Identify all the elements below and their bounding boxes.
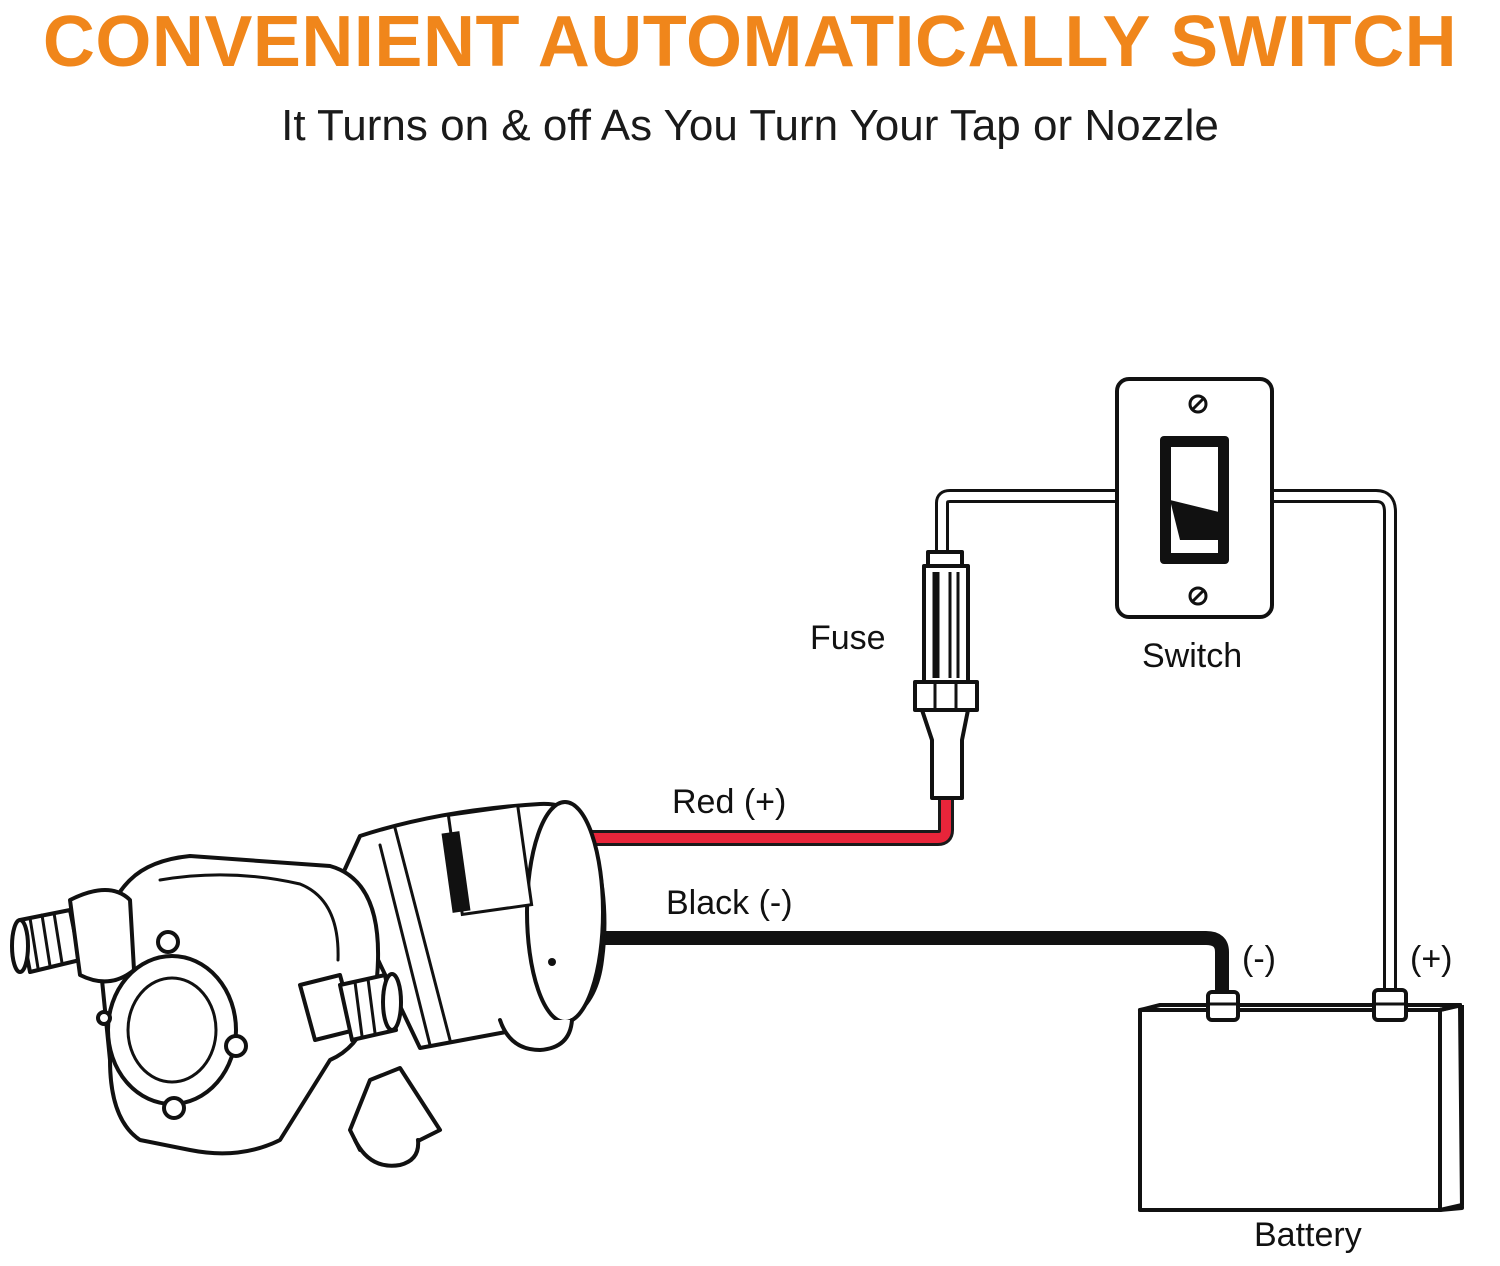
fuse-to-switch-wire (935, 489, 1118, 556)
battery-negative-label: (-) (1242, 940, 1276, 978)
page-title: CONVENIENT AUTOMATICALLY SWITCH (42, 2, 1458, 82)
switch-to-battery-wire (1270, 489, 1397, 995)
black-wire (605, 931, 1229, 994)
battery-label: Battery (1254, 1216, 1362, 1254)
fuse-label: Fuse (810, 619, 886, 657)
fuse-icon (913, 550, 979, 800)
battery-icon (1138, 988, 1464, 1212)
switch-label: Switch (1142, 637, 1242, 675)
page-subtitle: It Turns on & off As You Turn Your Tap o… (281, 101, 1219, 150)
pump-icon (10, 800, 607, 1168)
battery-positive-label: (+) (1410, 940, 1453, 978)
switch-icon (1115, 377, 1274, 619)
red-wire-label: Red (+) (672, 783, 786, 821)
black-wire-label: Black (-) (666, 884, 793, 922)
